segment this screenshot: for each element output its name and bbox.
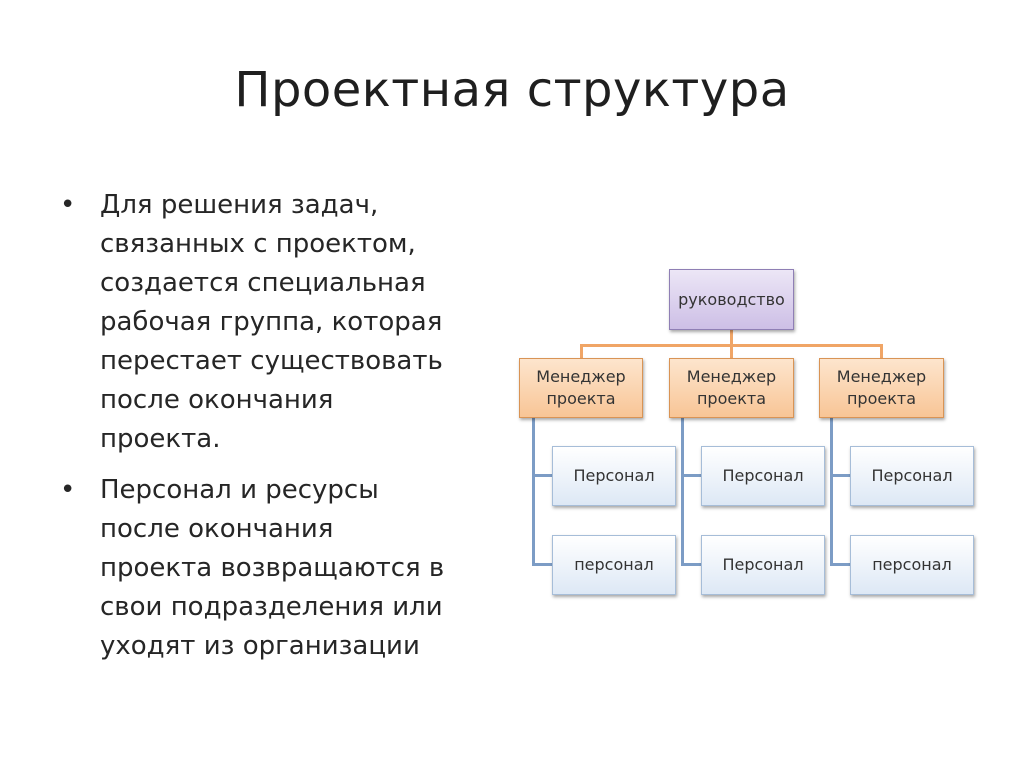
- bullet-line: проекта.: [100, 424, 221, 454]
- bullet-line: рабочая группа, которая: [100, 307, 443, 337]
- org-node-staff: персонал: [850, 535, 974, 595]
- bullet-line: проекта возвращаются в: [100, 553, 445, 583]
- connector-root-down: [730, 330, 733, 346]
- org-node-label: Персонал: [871, 466, 953, 485]
- connector-staff-branch: [830, 474, 850, 477]
- bullet-line: создается специальная: [100, 268, 426, 298]
- org-node-label: Персонал: [722, 555, 804, 574]
- org-node-staff: персонал: [552, 535, 676, 595]
- connector-staff-spine-3: [830, 418, 833, 566]
- bullet-marker: •: [60, 190, 76, 220]
- bullet-marker: •: [60, 475, 76, 505]
- bullet-list: • Для решения задач, связанных с проекто…: [60, 186, 500, 678]
- connector-staff-branch: [681, 474, 701, 477]
- connector-staff-branch: [830, 563, 850, 566]
- connector-staff-spine-1: [532, 418, 535, 566]
- connector-staff-branch: [681, 563, 701, 566]
- org-node-label: Персонал: [573, 466, 655, 485]
- bullet-line: после окончания: [100, 514, 334, 544]
- connector-staff-branch: [532, 563, 552, 566]
- org-node-label: руководство: [678, 289, 785, 309]
- org-node-manager: Менеджер проекта: [519, 358, 643, 418]
- slide-title: Проектная структура: [234, 62, 790, 118]
- bullet-item: • Персонал и ресурсы после окончания про…: [60, 471, 500, 666]
- bullet-item: • Для решения задач, связанных с проекто…: [60, 186, 500, 459]
- bullet-line: перестает существовать: [100, 346, 443, 376]
- bullet-line: свои подразделения или: [100, 592, 443, 622]
- bullet-line: Персонал и ресурсы: [100, 475, 379, 505]
- org-node-label: Персонал: [722, 466, 804, 485]
- org-node-label: Менеджер проекта: [836, 367, 927, 408]
- org-node-staff: Персонал: [552, 446, 676, 506]
- org-node-manager: Менеджер проекта: [819, 358, 944, 418]
- connector-to-manager-1: [580, 344, 583, 358]
- org-node-label: Менеджер проекта: [686, 367, 777, 408]
- org-node-staff: Персонал: [850, 446, 974, 506]
- org-node-leadership: руководство: [669, 269, 794, 330]
- bullet-line: Для решения задач,: [100, 190, 379, 220]
- org-node-label: персонал: [574, 555, 654, 574]
- connector-to-manager-3: [880, 344, 883, 358]
- org-node-label: Менеджер проекта: [536, 367, 626, 408]
- org-node-staff: Персонал: [701, 446, 825, 506]
- bullet-line: уходят из организации: [100, 631, 420, 661]
- org-node-label: персонал: [872, 555, 952, 574]
- bullet-line: после окончания: [100, 385, 334, 415]
- org-node-staff: Персонал: [701, 535, 825, 595]
- connector-staff-branch: [532, 474, 552, 477]
- bullet-line: связанных с проектом,: [100, 229, 416, 259]
- connector-staff-spine-2: [681, 418, 684, 566]
- connector-to-manager-2: [730, 344, 733, 358]
- org-node-manager: Менеджер проекта: [669, 358, 794, 418]
